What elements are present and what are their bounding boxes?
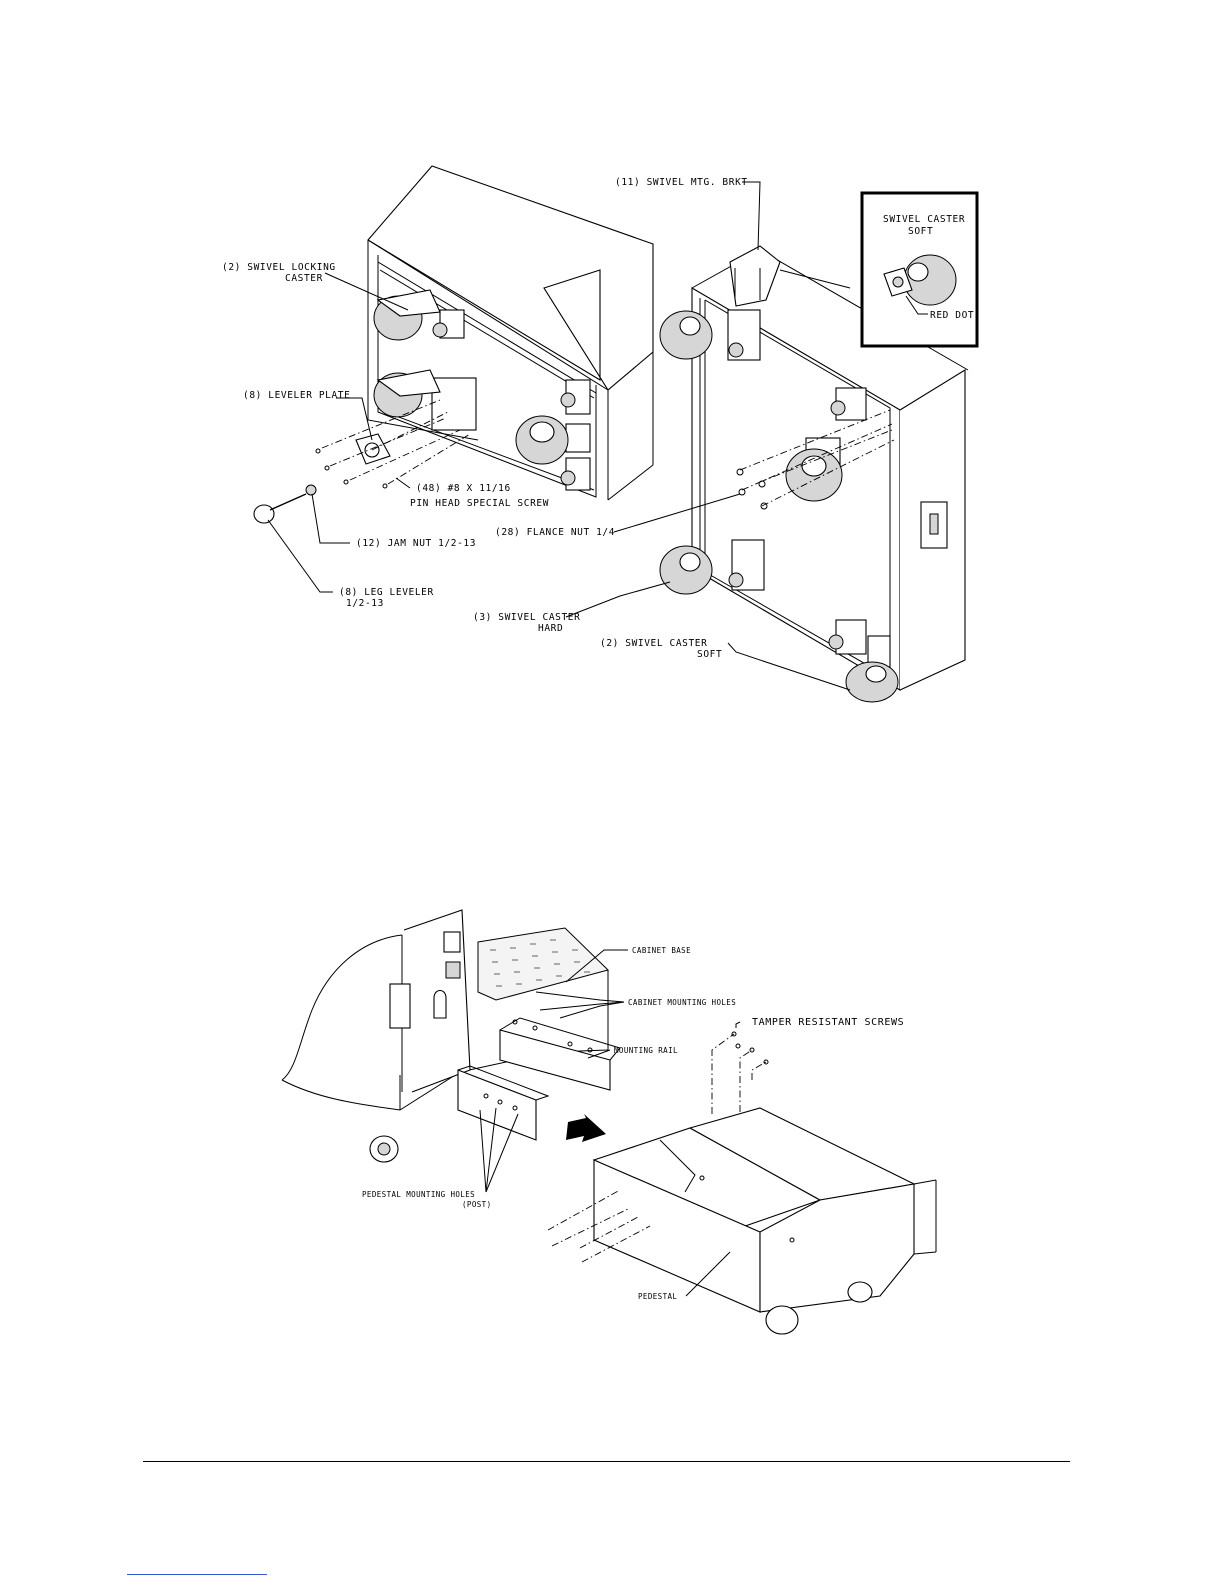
label-leg-leveler-line2: 1/2-13 <box>346 598 384 609</box>
label-swivel-locking-caster: (2) SWIVEL LOCKING <box>222 262 336 273</box>
top-leader-lines <box>267 181 851 691</box>
left-cabinet <box>367 165 654 501</box>
label-swivel-caster-hard: (3) SWIVEL CASTER <box>473 612 580 623</box>
inset-swivel-caster-soft <box>860 191 979 348</box>
pedestal-mounting-diagram: CABINET BASE CABINET MOUNTING HOLES TAMP… <box>281 909 937 1335</box>
game-cabinet <box>281 909 621 1163</box>
label-leg-leveler: (8) LEG LEVELER <box>339 587 434 598</box>
label-tamper-resistant-screws: TAMPER RESISTANT SCREWS <box>752 1017 904 1028</box>
base-hatching <box>490 939 590 987</box>
inset-red-dot-label: RED DOT <box>930 310 974 321</box>
label-cabinet-mounting-holes: CABINET MOUNTING HOLES <box>628 998 736 1007</box>
footer-rule <box>143 1461 1070 1462</box>
inset-title: SWIVEL CASTER <box>883 214 965 225</box>
label-swivel-caster-soft-line2: SOFT <box>697 649 722 660</box>
label-mounting-rail: MOUNTING RAIL <box>614 1046 678 1055</box>
label-special-screw: (48) #8 X 11/16 <box>416 483 511 494</box>
label-flange-nut: (28) FLANCE NUT 1/4 <box>495 527 615 538</box>
label-swivel-caster-soft: (2) SWIVEL CASTER <box>600 638 707 649</box>
label-swivel-mtg-brkt: (11) SWIVEL MTG. BRKT <box>615 177 748 188</box>
footer-link-underline <box>127 1574 267 1575</box>
pedestal <box>547 1031 937 1335</box>
label-pedestal-mounting-holes: PEDESTAL MOUNTING HOLES <box>362 1190 475 1199</box>
label-swivel-caster-hard-line2: HARD <box>538 623 563 634</box>
label-leveler-plate: (8) LEVELER PLATE <box>243 390 350 401</box>
bottom-figure-labels: CABINET BASE CABINET MOUNTING HOLES TAMP… <box>362 946 904 1301</box>
label-pedestal: PEDESTAL <box>638 1292 677 1301</box>
label-pedestal-mounting-holes-post: (POST) <box>462 1200 492 1209</box>
label-swivel-locking-caster-line2: CASTER <box>285 273 323 284</box>
inset-title-line2: SOFT <box>908 226 933 237</box>
label-cabinet-base: CABINET BASE <box>632 946 691 955</box>
label-special-screw-line2: PIN HEAD SPECIAL SCREW <box>410 498 549 509</box>
caster-assembly-diagram: (2) SWIVEL LOCKING CASTER (8) LEVELER PL… <box>222 165 979 703</box>
right-cabinet <box>659 245 969 703</box>
direction-arrow <box>566 1114 606 1142</box>
bottom-leader-lines <box>479 949 741 1297</box>
top-figure-labels: (2) SWIVEL LOCKING CASTER (8) LEVELER PL… <box>222 177 974 660</box>
label-jam-nut: (12) JAM NUT 1/2-13 <box>356 538 476 549</box>
